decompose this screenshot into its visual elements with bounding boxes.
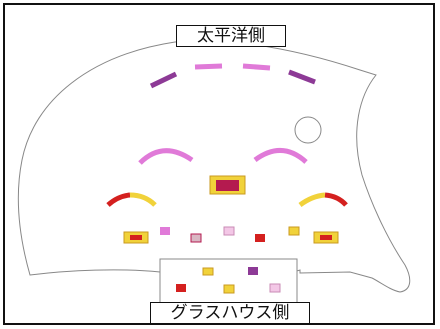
pacific-side-label: 太平洋側 (176, 25, 286, 47)
floor-block-3 (190, 233, 202, 243)
seat-block-lower-left-yellow (129, 192, 157, 207)
lower-seat-arcs (106, 192, 348, 208)
seat-block-center (209, 175, 246, 195)
upper-seat-blocks (149, 63, 316, 89)
booth-block-5 (269, 283, 281, 293)
booth-block-4 (223, 284, 235, 294)
seat-block-upper-left (149, 71, 178, 89)
floor-seat-blocks (123, 226, 339, 244)
floor-block-7 (313, 231, 339, 244)
venue-outline (17, 39, 411, 293)
seat-block-upper-right (288, 69, 316, 85)
seat-block-lower-right-yellow (298, 192, 326, 208)
seat-block-lower-right-red (324, 192, 348, 207)
seat-block-upper-center-right (242, 63, 271, 71)
booth-block-2 (248, 267, 258, 275)
glasshouse-side-label: グラスハウス側 (150, 302, 310, 324)
floor-block-5 (255, 234, 265, 242)
booth-block-1 (202, 267, 214, 276)
floor-block-6 (288, 226, 300, 236)
seat-block-lower-left-red (106, 192, 131, 207)
seat-block-middle-right (253, 148, 308, 164)
bottom-stage-box (159, 258, 298, 304)
middle-seat-blocks (138, 148, 308, 165)
floor-block-2 (160, 227, 170, 235)
booth-block-3 (176, 284, 186, 292)
floor-block-1 (123, 231, 149, 244)
seat-block-middle-left (138, 148, 194, 165)
floor-block-4 (223, 226, 235, 236)
seat-block-upper-center-left (194, 63, 223, 70)
circle-structure (294, 116, 322, 144)
booth-seat-blocks (176, 267, 281, 294)
